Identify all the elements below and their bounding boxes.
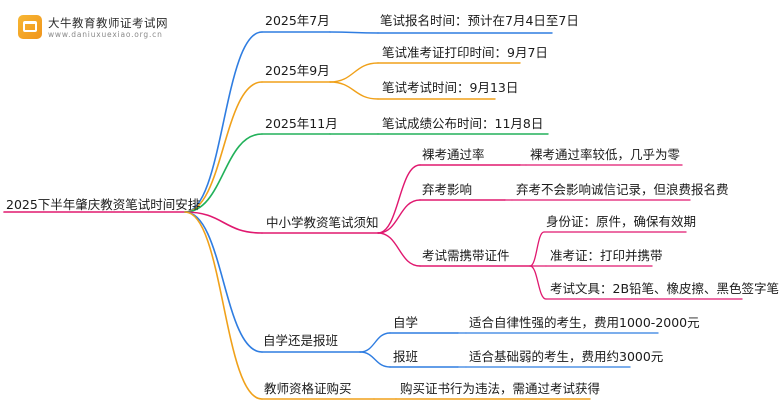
mindmap-connectors (3, 31, 743, 400)
study-class-detail: 适合基础弱的考生，费用约3000元 (469, 349, 664, 364)
site-url: www.daniuxuexiao.org.cn (48, 30, 163, 39)
notice-absence-detail: 弃考不会影响诚信记录，但浪费报名费 (516, 182, 729, 197)
study-class: 报班 (393, 349, 419, 364)
branch-november: 2025年11月 (265, 116, 338, 131)
branch-certificate-purchase: 教师资格证购买 (264, 381, 352, 396)
connector-leaf-1 (329, 62, 379, 83)
leaf-admission-print-time: 笔试准考证打印时间：9月7日 (382, 45, 548, 60)
document-stationery: 考试文具：2B铅笔、橡皮擦、黑色签字笔 (550, 281, 779, 296)
notice-required-documents: 考试需携带证件 (422, 248, 510, 263)
branch-july: 2025年7月 (265, 13, 330, 28)
branch-september: 2025年9月 (265, 63, 330, 78)
connector-leaf-8 (359, 351, 391, 368)
root-topic: 2025下半年肇庆教资笔试时间安排 (6, 197, 201, 212)
connector-root-to-branch-4 (184, 211, 263, 353)
connector-leaf-7 (359, 332, 391, 353)
study-self-detail: 适合自律性强的考生，费用1000-2000元 (469, 315, 700, 330)
connector-root-to-branch-2 (184, 133, 263, 213)
site-logo: 大牛教育教师证考试网 www.daniuxuexiao.org.cn (18, 14, 168, 44)
leaf-purchase-illegal: 购买证书行为违法，需通过考试获得 (400, 381, 601, 396)
connector-root-to-branch-3 (184, 211, 263, 234)
connector-root-to-branch-5 (184, 211, 263, 400)
connector-detail-2 (529, 231, 545, 267)
document-admission-ticket: 准考证：打印并携带 (550, 248, 663, 263)
connector-leaf-4 (377, 164, 421, 234)
notice-absence-impact: 弃考影响 (422, 182, 473, 197)
book-icon (18, 15, 42, 39)
site-name: 大牛教育教师证考试网 (48, 16, 168, 30)
leaf-score-release-time: 笔试成绩公布时间：11月8日 (382, 116, 544, 131)
branch-exam-notice: 中小学教资笔试须知 (266, 215, 379, 230)
connector-root-to-branch-0 (184, 31, 263, 213)
branch-study-mode: 自学还是报班 (263, 333, 339, 348)
connector-leaf-5 (377, 199, 421, 234)
leaf-exam-time: 笔试考试时间：9月13日 (382, 80, 519, 95)
mindmap: 2025下半年肇庆教资笔试时间安排 2025年7月 笔试报名时间：预计在7月4日… (3, 13, 779, 400)
study-self: 自学 (393, 315, 419, 330)
connector-leaf-2 (329, 81, 379, 100)
document-id-card: 身份证：原件，确保有效期 (546, 214, 697, 229)
connector-leaf-6 (377, 232, 421, 267)
connector-root-to-branch-1 (184, 81, 263, 213)
notice-pass-rate-detail: 裸考通过率较低，几乎为零 (530, 147, 681, 162)
connector-leaf-0 (329, 31, 379, 34)
connector-detail-4 (529, 265, 547, 300)
notice-pass-rate: 裸考通过率 (422, 147, 485, 162)
leaf-registration-time: 笔试报名时间：预计在7月4日至7日 (380, 13, 579, 28)
